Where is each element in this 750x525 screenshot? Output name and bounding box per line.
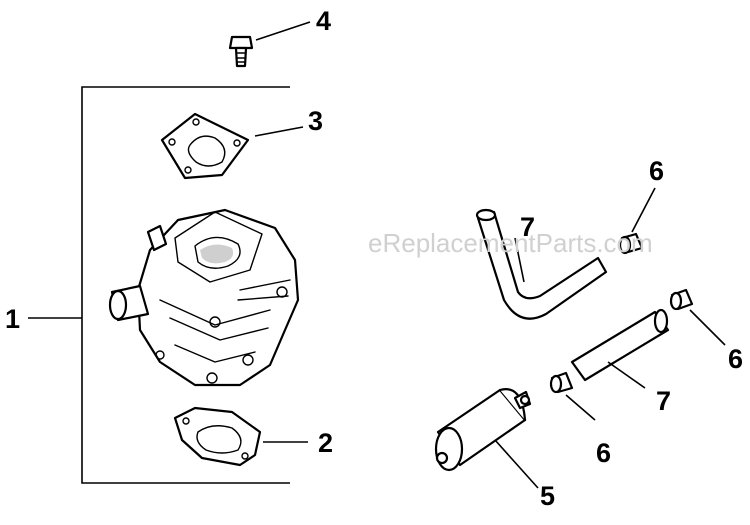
callout-2: 2 [318, 428, 333, 458]
gasket-part-2 [173, 406, 308, 467]
callout-1: 1 [5, 304, 20, 334]
callout-5: 5 [540, 481, 555, 511]
gasket-part-3 [160, 112, 304, 180]
watermark: eReplacementParts.com [368, 228, 653, 258]
hose-clamp-part-6-lower [549, 371, 596, 421]
hose-clamp-part-6-top [618, 187, 656, 255]
carburetor-part-1 [108, 208, 300, 387]
callout-7-upper: 7 [520, 212, 535, 242]
callout-4: 4 [316, 6, 331, 36]
bent-hose-part-7-upper [475, 208, 608, 320]
assembly-bracket [28, 86, 290, 484]
callout-6-right: 6 [728, 344, 743, 374]
callout-6-top: 6 [649, 156, 664, 186]
screw-part-4 [228, 21, 311, 68]
callout-3: 3 [308, 106, 323, 136]
callout-6-lower: 6 [596, 438, 611, 468]
fuel-filter-part-5 [434, 388, 539, 489]
straight-hose-part-7-lower [570, 308, 670, 389]
callout-7-lower: 7 [656, 386, 671, 416]
hose-clamp-part-6-right [669, 288, 726, 346]
